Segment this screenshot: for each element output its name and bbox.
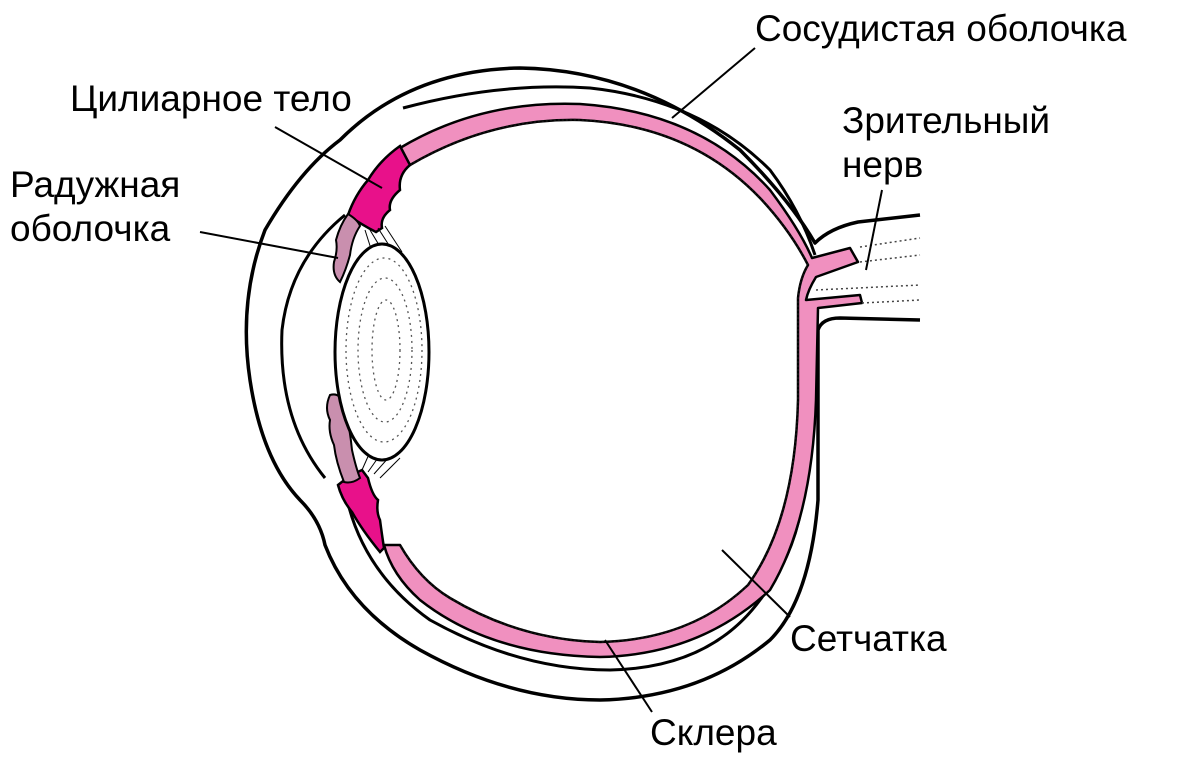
label-ciliary-body: Цилиарное тело xyxy=(70,78,352,119)
label-optic-nerve-line1: Зрительный xyxy=(842,100,1051,141)
label-sclera: Склера xyxy=(650,712,777,753)
label-iris-line2: оболочка xyxy=(10,208,171,249)
leader-choroid xyxy=(671,47,756,119)
label-choroid: Сосудистая оболочка xyxy=(755,8,1127,49)
leader-sclera xyxy=(604,639,653,713)
iris-upper xyxy=(332,212,362,284)
sclera-outer-contour xyxy=(244,66,921,702)
label-retina: Сетчатка xyxy=(790,618,947,659)
ciliary-body-lower xyxy=(336,468,386,554)
retina-edge xyxy=(399,118,810,644)
leader-iris xyxy=(199,231,339,259)
ciliary-body-upper xyxy=(346,144,412,234)
leader-lines xyxy=(199,47,883,713)
leader-optic-nerve xyxy=(865,189,883,271)
label-iris-line1: Радужная xyxy=(10,164,181,205)
lens xyxy=(333,242,431,462)
cornea-inner-contour xyxy=(280,213,346,479)
leader-retina xyxy=(721,549,791,618)
choroid-band xyxy=(382,102,864,659)
sclera-inner-contour xyxy=(402,85,817,256)
label-optic-nerve-line2: нерв xyxy=(842,144,924,185)
leader-ciliary-body xyxy=(274,126,383,189)
